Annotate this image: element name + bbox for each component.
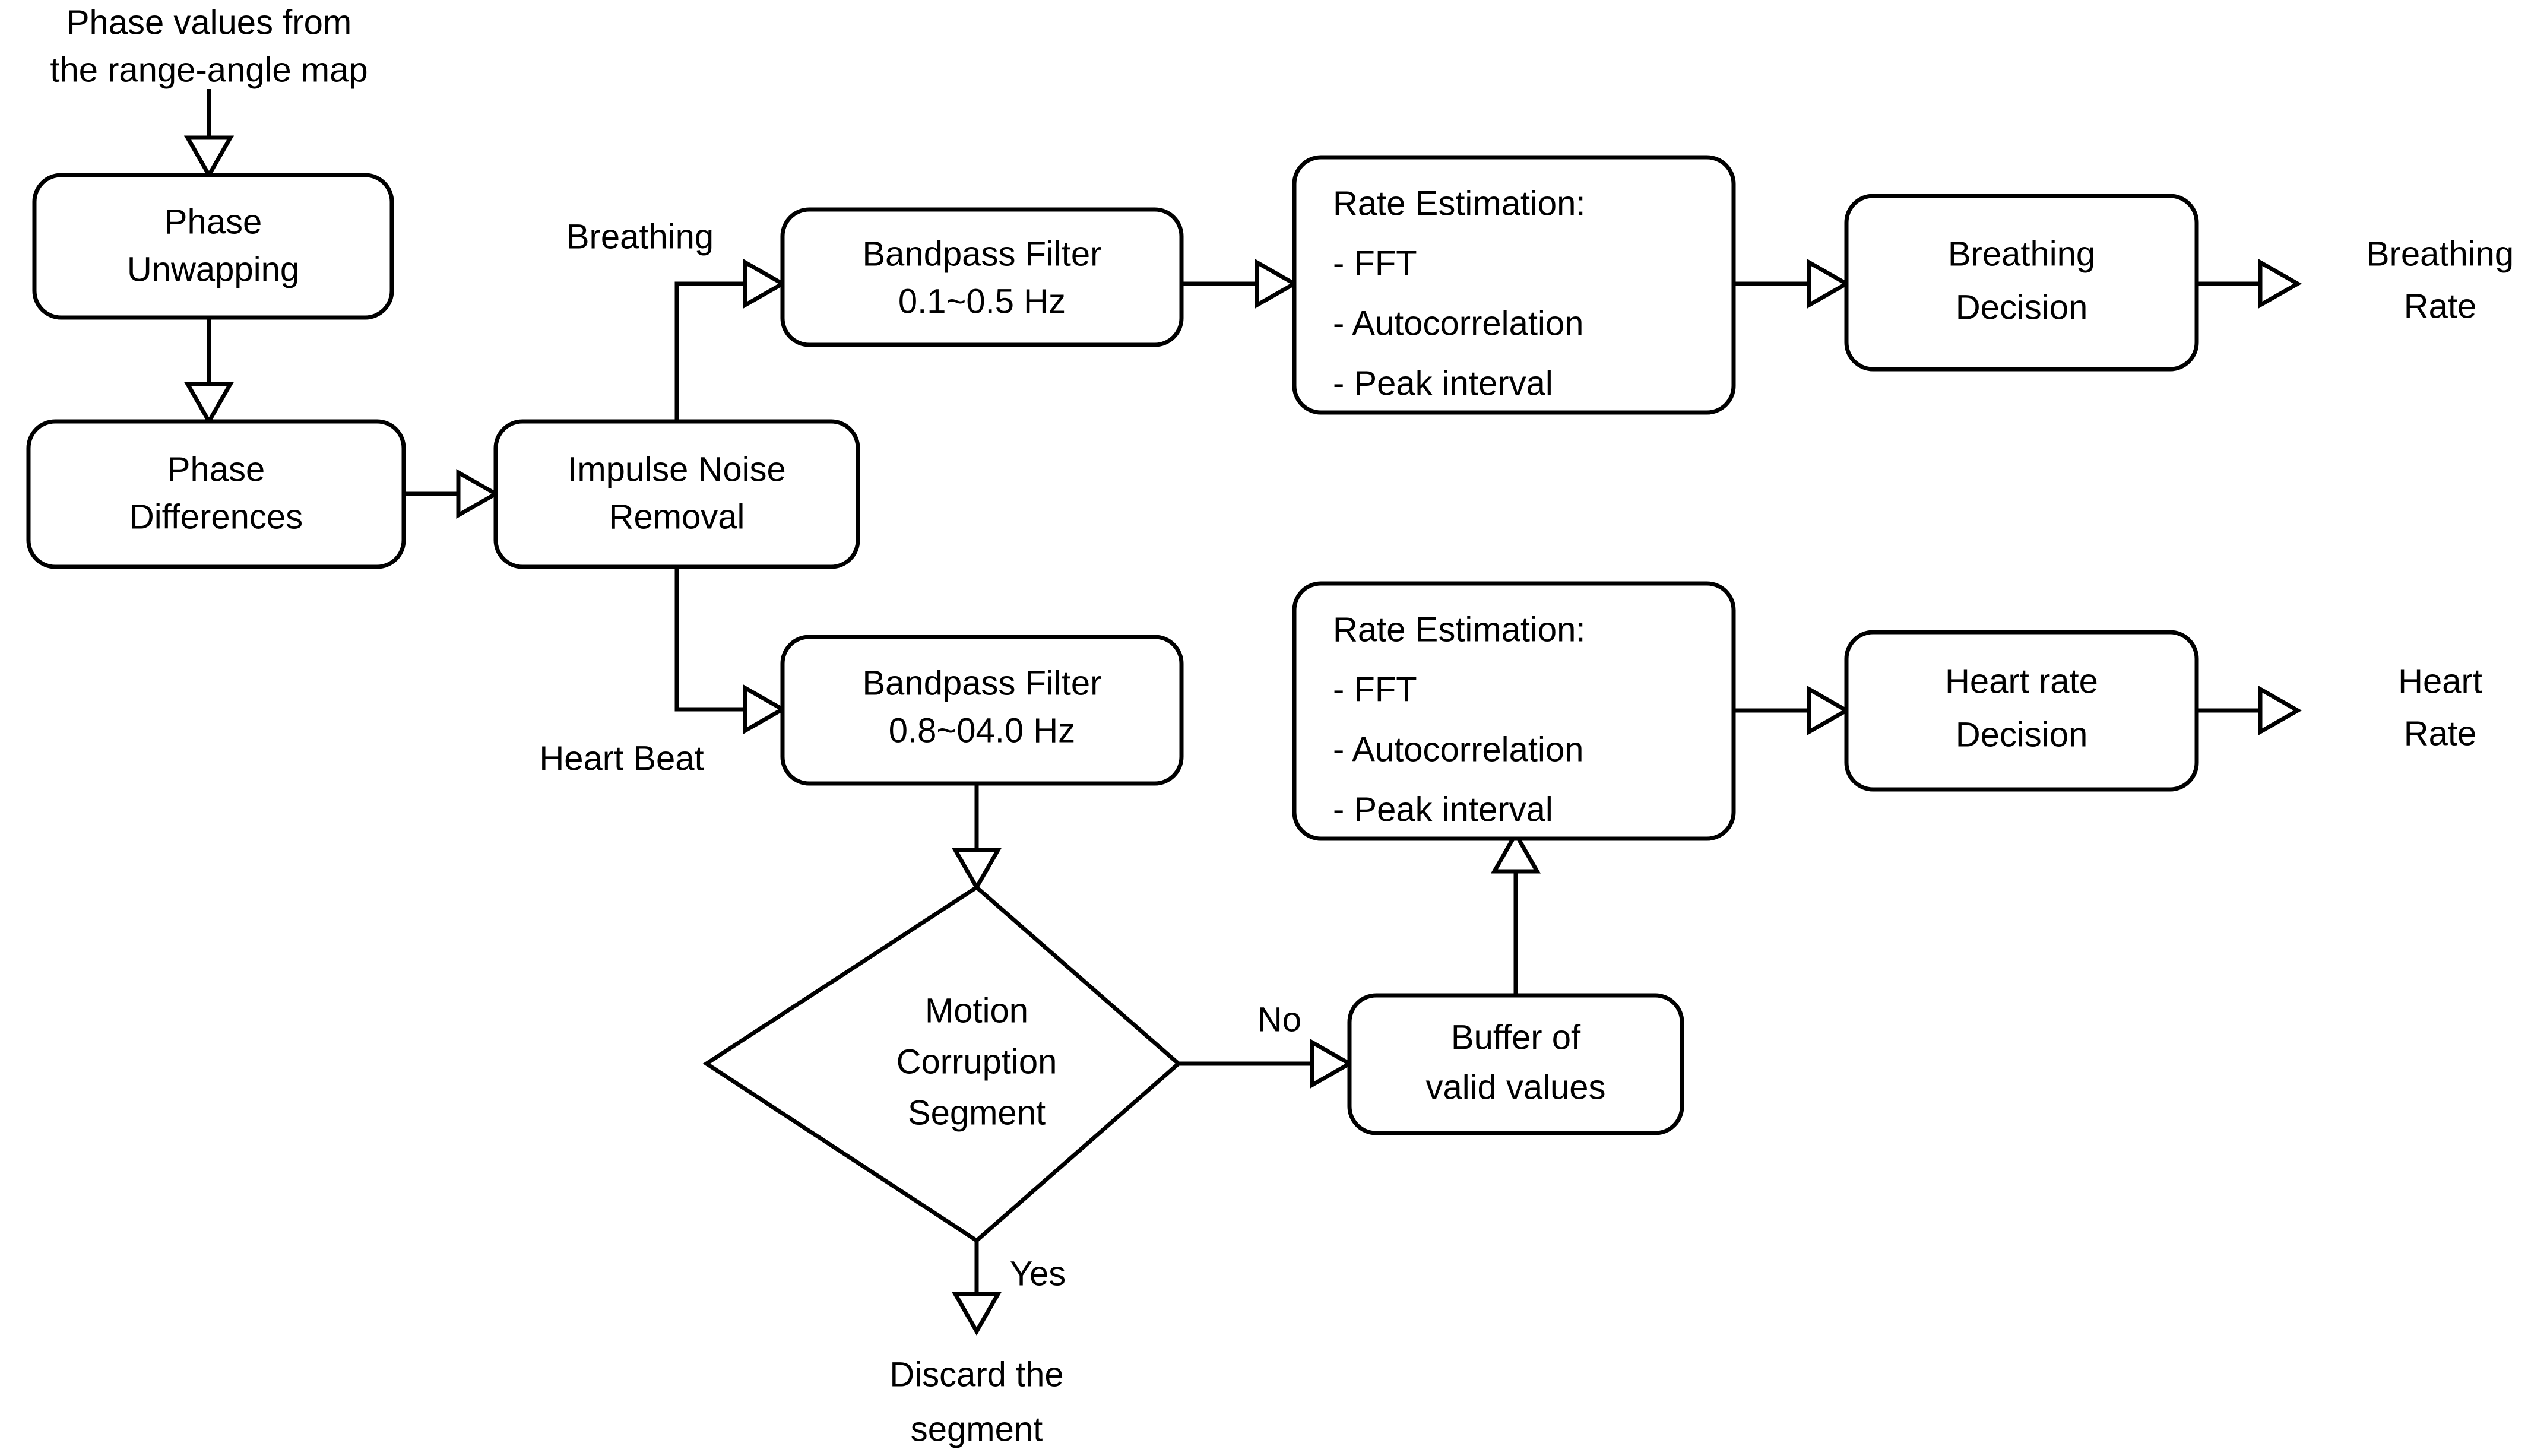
phase-unwrapping-line1: Phase [164, 202, 262, 241]
discard-segment-line1: Discard the [889, 1355, 1063, 1394]
buffer-valid-values-line1: Buffer of [1451, 1018, 1581, 1057]
heart-rate-line1: Heart [2398, 662, 2482, 700]
edge-differences-to-impulse [404, 468, 500, 519]
phase-differences-box[interactable] [26, 419, 406, 569]
rate-estimation-heart-line3: - Autocorrelation [1333, 730, 1583, 769]
edge-label-no: No [1257, 1000, 1301, 1039]
input-source-line2: the range-angle map [50, 50, 368, 89]
input-source-label: Phase values from the range-angle map [50, 3, 368, 89]
heart-rate-decision-line2: Decision [1956, 715, 2087, 754]
breathing-decision-line1: Breathing [1948, 234, 2095, 273]
edge-impulse-to-bandpass-heart [674, 567, 787, 735]
heart-rate-line2: Rate [2404, 714, 2477, 753]
rate-estimation-breathing-box[interactable] [1292, 155, 1736, 415]
buffer-valid-values-box[interactable] [1347, 993, 1684, 1135]
edge-diamond-no-to-buffer [1179, 1038, 1354, 1089]
bandpass-heart-line2: 0.8~04.0 Hz [889, 711, 1075, 750]
rate-estimation-heart-line1: Rate Estimation: [1333, 610, 1586, 649]
edge-breathing-decision-to-output [2197, 258, 2302, 309]
node-motion-corruption-segment[interactable]: Motion Corruption Segment [702, 884, 1182, 1244]
edge-bandpass-heart-to-diamond [951, 783, 1002, 892]
edge-label-heart-beat: Heart Beat [539, 739, 704, 778]
impulse-noise-removal-line1: Impulse Noise [568, 450, 785, 488]
breathing-decision-box[interactable] [1844, 194, 2199, 372]
motion-corruption-diamond[interactable] [702, 884, 1182, 1244]
edge-bandpass-breathing-to-rate [1181, 258, 1299, 309]
phase-unwrapping-box[interactable] [32, 173, 394, 320]
edge-rate-heart-to-decision [1734, 685, 1851, 736]
edge-label-yes: Yes [1010, 1254, 1066, 1293]
phase-unwrapping-line2: Unwapping [127, 250, 299, 288]
rate-estimation-breathing-line3: - Autocorrelation [1333, 304, 1583, 342]
heart-rate-decision-line1: Heart rate [1945, 662, 2098, 700]
edge-input-to-phase-unwrapping [183, 89, 235, 180]
bandpass-heart-line1: Bandpass Filter [863, 664, 1102, 702]
rate-estimation-breathing-line2: - FFT [1333, 244, 1417, 283]
output-breathing-rate: Breathing Rate [2367, 234, 2514, 325]
discard-segment-line2: segment [911, 1410, 1043, 1448]
bandpass-breathing-box[interactable] [780, 207, 1184, 347]
rate-estimation-breathing-line1: Rate Estimation: [1333, 184, 1586, 223]
node-bandpass-filter-heart[interactable]: Bandpass Filter 0.8~04.0 Hz [780, 635, 1184, 786]
heart-rate-decision-box[interactable] [1844, 630, 2199, 792]
output-discard-segment: Discard the segment [889, 1355, 1063, 1448]
node-impulse-noise-removal[interactable]: Impulse Noise Removal [493, 419, 860, 569]
buffer-valid-values-line2: valid values [1425, 1068, 1605, 1106]
node-heart-rate-decision[interactable]: Heart rate Decision [1844, 630, 2199, 792]
rate-estimation-heart-line4: - Peak interval [1333, 790, 1553, 829]
edge-buffer-to-rate-heart [1490, 829, 1541, 995]
edge-impulse-to-bandpass-breathing [674, 258, 787, 421]
node-buffer-of-valid-values[interactable]: Buffer of valid values [1347, 993, 1684, 1135]
node-breathing-decision[interactable]: Breathing Decision [1844, 194, 2199, 372]
impulse-noise-removal-line2: Removal [609, 497, 745, 536]
input-source-line1: Phase values from [66, 3, 351, 42]
rate-estimation-breathing-line4: - Peak interval [1333, 364, 1553, 402]
bandpass-breathing-line1: Bandpass Filter [863, 234, 1102, 273]
breathing-rate-line2: Rate [2404, 287, 2477, 325]
node-phase-unwrapping[interactable]: Phase Unwapping [32, 173, 394, 320]
bandpass-breathing-line2: 0.1~0.5 Hz [898, 282, 1066, 321]
motion-corruption-line3: Segment [908, 1093, 1046, 1132]
node-rate-estimation-heart[interactable]: Rate Estimation: - FFT - Autocorrelation… [1292, 581, 1736, 841]
motion-corruption-line1: Motion [925, 991, 1028, 1030]
phase-differences-line2: Differences [129, 497, 303, 536]
motion-corruption-line2: Corruption [896, 1042, 1057, 1081]
node-bandpass-filter-breathing[interactable]: Bandpass Filter 0.1~0.5 Hz [780, 207, 1184, 347]
impulse-noise-removal-box[interactable] [493, 419, 860, 569]
node-rate-estimation-breathing[interactable]: Rate Estimation: - FFT - Autocorrelation… [1292, 155, 1736, 415]
breathing-rate-line1: Breathing [2367, 234, 2514, 273]
edge-unwrapping-to-differences [183, 318, 235, 426]
bandpass-heart-box[interactable] [780, 635, 1184, 786]
breathing-decision-line2: Decision [1956, 288, 2087, 326]
node-phase-differences[interactable]: Phase Differences [26, 419, 406, 569]
output-heart-rate: Heart Rate [2398, 662, 2482, 753]
phase-differences-line1: Phase [167, 450, 265, 488]
rate-estimation-heart-line2: - FFT [1333, 670, 1417, 709]
edge-rate-to-breathing-decision [1734, 258, 1851, 309]
edge-heart-decision-to-output [2197, 685, 2302, 736]
edge-label-breathing: Breathing [566, 217, 714, 256]
rate-estimation-heart-box[interactable] [1292, 581, 1736, 841]
